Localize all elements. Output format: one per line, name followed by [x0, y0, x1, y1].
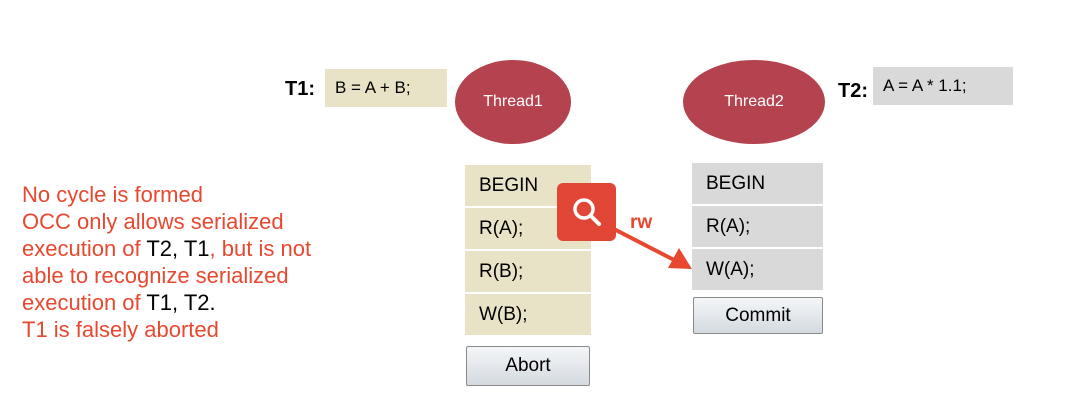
search-button[interactable] [557, 183, 616, 241]
t2-statement: A = A * 1.1; [873, 67, 1013, 105]
note-line-2: OCC only allows serialized [22, 209, 284, 234]
thread2-node: Thread2 [683, 60, 825, 144]
note-line-3: execution of T2, T1, but is not [22, 236, 312, 261]
abort-button[interactable]: Abort [466, 346, 590, 386]
t1-statement: B = A + B; [325, 69, 447, 107]
rw-edge-label: rw [630, 212, 653, 233]
t2-op-begin: BEGIN [692, 163, 823, 204]
t1-op-read-b: R(B); [465, 251, 591, 292]
search-icon [572, 198, 601, 226]
t1-label: T1: [285, 78, 315, 100]
note-line-5: execution of T1, T2. [22, 290, 216, 315]
note-line-1: No cycle is formed [22, 182, 203, 207]
t2-op-read-a: R(A); [692, 206, 823, 247]
thread2-label: Thread2 [724, 93, 784, 110]
thread1-label: Thread1 [483, 93, 543, 110]
t2-label: T2: [838, 80, 868, 102]
notes: No cycle is formed OCC only allows seria… [22, 181, 311, 343]
thread1-node: Thread1 [455, 60, 571, 144]
note-line-4: able to recognize serialized [22, 263, 289, 288]
t1-op-write-b: W(B); [465, 294, 591, 335]
commit-button[interactable]: Commit [693, 297, 823, 334]
t2-op-write-a: W(A); [692, 249, 823, 290]
note-line-6: T1 is falsely aborted [22, 317, 219, 342]
